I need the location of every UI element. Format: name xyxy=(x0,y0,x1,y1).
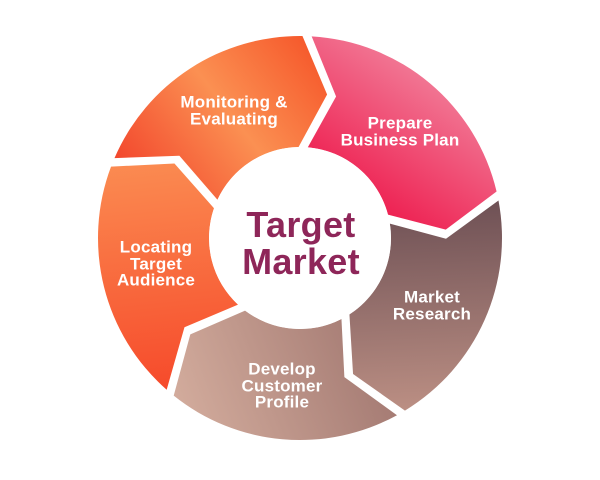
label-line: Business Plan xyxy=(340,130,460,149)
segment-label-prepare-business-plan: Prepare Business Plan xyxy=(340,113,460,149)
cycle-segments xyxy=(97,35,502,441)
center-circle xyxy=(209,147,391,329)
segment-prepare-business-plan-shape xyxy=(307,36,497,230)
label-line: Audience xyxy=(116,270,196,290)
segment-label-develop-customer-profile: Develop Customer Profile xyxy=(242,361,323,411)
center-title-line: Market xyxy=(242,241,360,282)
label-line: Locating xyxy=(119,237,193,257)
segment-label-monitoring-evaluating: Monitoring & Evaluating xyxy=(180,92,288,128)
label-line: Research xyxy=(392,304,472,323)
label-line: Profile xyxy=(254,392,310,412)
label-line: Market xyxy=(403,287,460,307)
label-line: Customer xyxy=(241,375,323,395)
label-line: Monitoring & xyxy=(180,92,288,112)
center-title-line: Target xyxy=(246,204,356,245)
segment-monitoring-evaluating-shape xyxy=(114,35,328,200)
segment-develop-customer-profile-shape xyxy=(173,310,397,441)
label-line: Target xyxy=(130,253,182,273)
label-line: Develop xyxy=(248,359,316,379)
label-line: Prepare xyxy=(367,113,433,133)
segment-label-locating-target-audience: Locating Target Audience xyxy=(117,239,195,289)
segment-market-research-shape xyxy=(349,200,502,411)
segment-locating-target-audience-shape xyxy=(97,163,239,390)
center-title: Target Market xyxy=(242,206,360,280)
label-line: Evaluating xyxy=(190,109,278,128)
segment-label-market-research: Market Research xyxy=(392,287,472,323)
